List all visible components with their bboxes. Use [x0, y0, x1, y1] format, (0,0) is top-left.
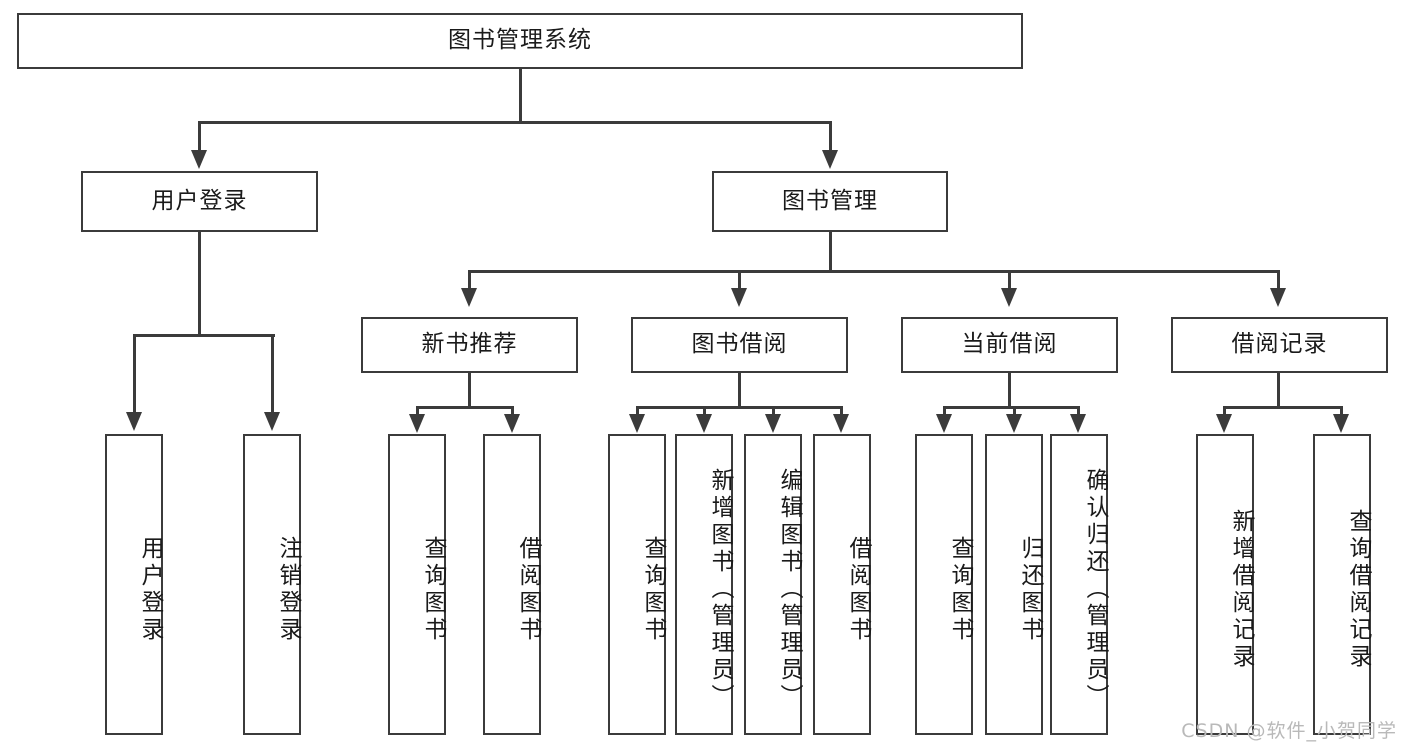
edge-user-login-stem [198, 232, 201, 336]
leaf-add-borrow-record-label: 新增借阅记录 [1228, 508, 1254, 671]
arrow-book-borrow-to-leaf2 [696, 414, 712, 433]
node-root[interactable]: 图书管理系统 [17, 13, 1023, 69]
node-root-label: 图书管理系统 [448, 27, 592, 54]
leaf-borrow-books-newbook-label: 借阅图书 [515, 535, 541, 644]
edge-new-book-bus [416, 406, 514, 409]
edge-borrow-records-to-leaf2 [1340, 406, 1343, 415]
edge-book-mgmt-to-new-books [468, 270, 471, 290]
leaf-query-books-newbook[interactable]: 查询图书 [388, 434, 446, 735]
leaf-query-books-current[interactable]: 查询图书 [915, 434, 973, 735]
leaf-user-login-label: 用户登录 [137, 535, 163, 644]
edge-new-book-to-leaf2 [511, 406, 514, 415]
edge-book-borrow-to-leaf2 [703, 406, 706, 415]
leaf-query-books-newbook-label: 查询图书 [420, 535, 446, 644]
leaf-query-books-borrow-label: 查询图书 [640, 535, 666, 644]
leaf-query-books-borrow[interactable]: 查询图书 [608, 434, 666, 735]
leaf-return-books[interactable]: 归还图书 [985, 434, 1043, 735]
edge-book-borrow-stem [738, 373, 741, 408]
edge-book-borrow-to-leaf1 [636, 406, 639, 415]
arrow-book-mgmt-to-new-books [461, 288, 477, 307]
edge-book-borrow-to-leaf4 [840, 406, 843, 415]
leaf-borrow-books-newbook[interactable]: 借阅图书 [483, 434, 541, 735]
arrow-borrow-records-to-leaf1 [1216, 414, 1232, 433]
node-book-management-label: 图书管理 [782, 187, 878, 214]
node-new-book-recommend-label: 新书推荐 [421, 331, 518, 358]
leaf-query-borrow-record[interactable]: 查询借阅记录 [1313, 434, 1371, 735]
arrow-current-borrow-to-leaf2 [1006, 414, 1022, 433]
leaf-logout-label: 注销登录 [275, 535, 301, 644]
arrow-new-book-to-leaf2 [504, 414, 520, 433]
leaf-logout[interactable]: 注销登录 [243, 434, 301, 735]
arrow-book-borrow-to-leaf4 [833, 414, 849, 433]
edge-current-borrow-to-leaf2 [1013, 406, 1016, 415]
arrow-book-mgmt-to-current [1001, 288, 1017, 307]
node-current-borrow[interactable]: 当前借阅 [901, 317, 1118, 373]
arrow-root-to-book-mgmt [822, 150, 838, 169]
edge-current-borrow-to-leaf1 [943, 406, 946, 415]
leaf-return-books-label: 归还图书 [1017, 535, 1043, 644]
edge-book-borrow-bus [636, 406, 842, 409]
leaf-query-books-current-label: 查询图书 [947, 535, 973, 644]
arrow-book-mgmt-to-borrow [731, 288, 747, 307]
edge-borrow-records-bus [1223, 406, 1343, 409]
arrow-new-book-to-leaf1 [409, 414, 425, 433]
arrow-current-borrow-to-leaf1 [936, 414, 952, 433]
leaf-user-login[interactable]: 用户登录 [105, 434, 163, 735]
arrow-book-mgmt-to-records [1270, 288, 1286, 307]
edge-root-to-book-mgmt [829, 121, 832, 153]
edge-new-book-to-leaf1 [416, 406, 419, 415]
edge-book-mgmt-to-borrow [738, 270, 741, 290]
edge-current-borrow-to-leaf3 [1077, 406, 1080, 415]
edge-root-stem [519, 69, 522, 123]
leaf-edit-book-admin-label: 编辑图书（管理员） [776, 468, 802, 711]
edge-book-borrow-to-leaf3 [772, 406, 775, 415]
arrow-borrow-records-to-leaf2 [1333, 414, 1349, 433]
arrow-root-to-user-login [191, 150, 207, 169]
arrow-book-borrow-to-leaf1 [629, 414, 645, 433]
node-new-book-recommend[interactable]: 新书推荐 [361, 317, 578, 373]
node-borrow-records[interactable]: 借阅记录 [1171, 317, 1388, 373]
leaf-add-book-admin-label: 新增图书（管理员） [707, 468, 733, 711]
edge-borrow-records-to-leaf1 [1223, 406, 1226, 415]
leaf-borrow-books-label: 借阅图书 [845, 535, 871, 644]
edge-root-bus [198, 121, 832, 124]
node-book-borrow-label: 图书借阅 [691, 331, 788, 358]
watermark-text: CSDN @软件_小贺同学 [1181, 720, 1397, 742]
edge-current-borrow-bus [943, 406, 1079, 409]
edge-user-login-to-leaf2 [271, 334, 274, 414]
arrow-user-login-to-leaf2 [264, 412, 280, 431]
leaf-confirm-return-admin-label: 确认归还（管理员） [1082, 468, 1108, 711]
edge-book-mgmt-bus [468, 270, 1280, 273]
edge-book-mgmt-stem [829, 232, 832, 272]
leaf-borrow-books[interactable]: 借阅图书 [813, 434, 871, 735]
node-user-login[interactable]: 用户登录 [81, 171, 318, 232]
edge-borrow-records-stem [1277, 373, 1280, 408]
arrow-book-borrow-to-leaf3 [765, 414, 781, 433]
node-book-borrow[interactable]: 图书借阅 [631, 317, 848, 373]
leaf-confirm-return-admin[interactable]: 确认归还（管理员） [1050, 434, 1108, 735]
node-book-management[interactable]: 图书管理 [712, 171, 948, 232]
edge-user-login-to-leaf1 [133, 334, 136, 414]
edge-user-login-bus [133, 334, 275, 337]
edge-root-to-user-login [198, 121, 201, 153]
arrow-user-login-to-leaf1 [126, 412, 142, 431]
node-user-login-label: 用户登录 [151, 187, 248, 214]
edge-current-borrow-stem [1008, 373, 1011, 408]
leaf-query-borrow-record-label: 查询借阅记录 [1345, 508, 1371, 671]
leaf-edit-book-admin[interactable]: 编辑图书（管理员） [744, 434, 802, 735]
leaf-add-book-admin[interactable]: 新增图书（管理员） [675, 434, 733, 735]
node-borrow-records-label: 借阅记录 [1231, 331, 1328, 358]
node-current-borrow-label: 当前借阅 [961, 331, 1058, 358]
edge-new-book-stem [468, 373, 471, 408]
edge-book-mgmt-to-current [1008, 270, 1011, 290]
edge-book-mgmt-to-records [1277, 270, 1280, 290]
arrow-current-borrow-to-leaf3 [1070, 414, 1086, 433]
leaf-add-borrow-record[interactable]: 新增借阅记录 [1196, 434, 1254, 735]
